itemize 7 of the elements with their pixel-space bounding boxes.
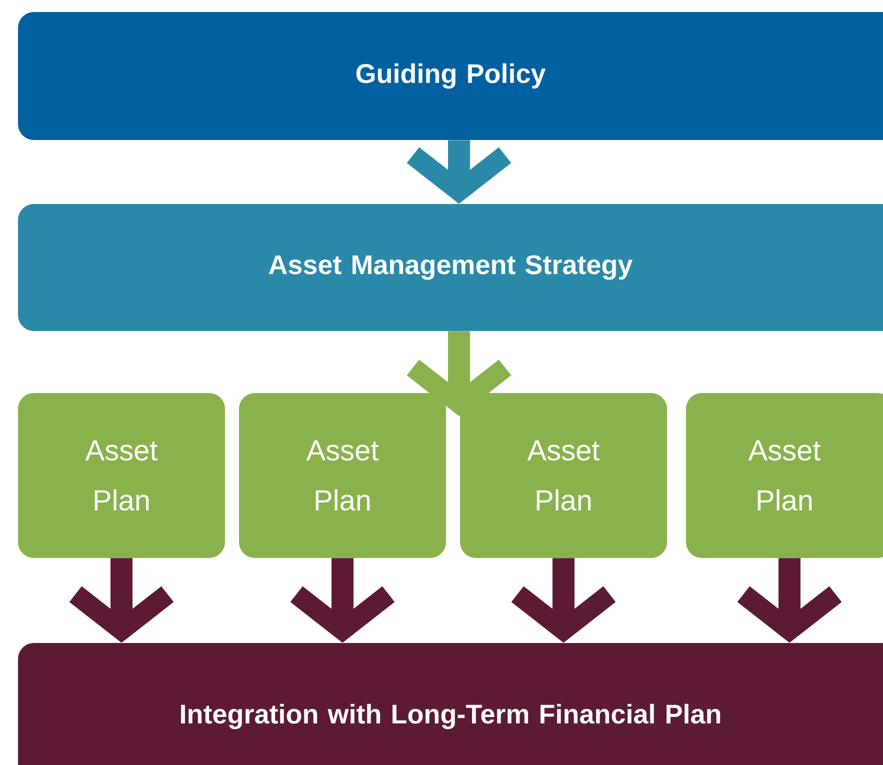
plan-box: Asset Plan [686,392,883,558]
banner-box: Guiding Policy [18,12,883,140]
banner-box: Asset Management Strategy [18,204,883,331]
plan-box: Asset Plan [460,392,667,558]
banner-box: Integration with Long-Term Financial Plan [18,642,883,765]
plan-box: Asset Plan [239,392,446,558]
plan-box: Asset Plan [18,392,225,558]
